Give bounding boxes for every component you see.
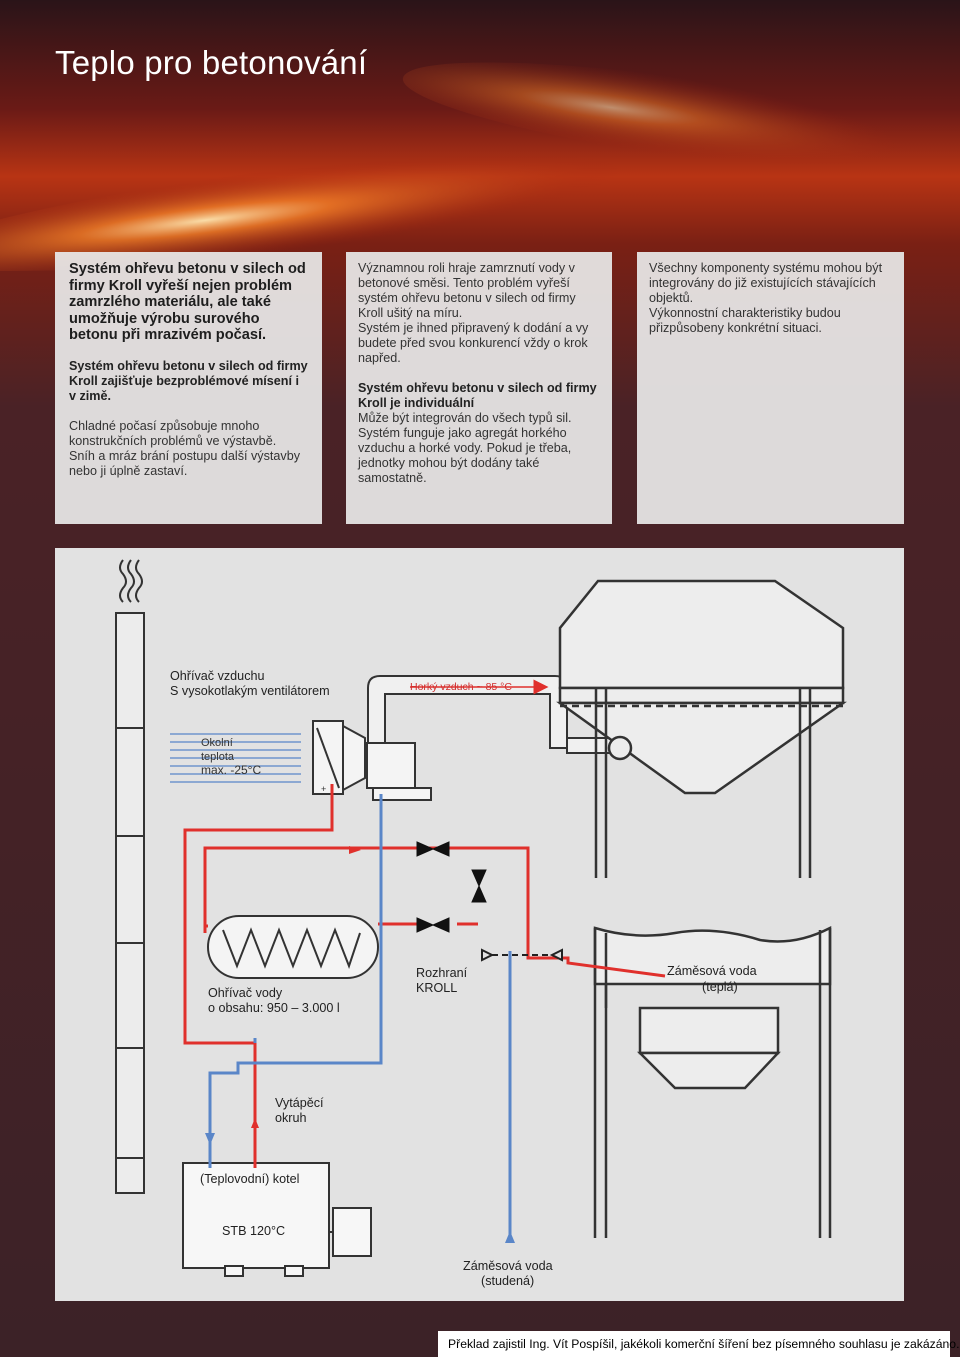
page-title: Teplo pro betonování (55, 44, 368, 81)
info-card-1: Systém ohřevu betonu v silech od firmy K… (55, 252, 322, 524)
card1-lead: Systém ohřevu betonu v silech od firmy K… (69, 261, 306, 344)
chimney (115, 559, 145, 1194)
card2-bold: Systém ohřevu betonu v silech od firmy K… (358, 381, 597, 410)
ambient-label-2: teplota (201, 751, 235, 763)
interface-valve (481, 948, 563, 962)
mix-cold-label-2: (studená) (481, 1274, 535, 1288)
ambient-label-3: max. -25°C (201, 763, 262, 777)
info-card-2: Významnou roli hraje zamrznutí vody v be… (346, 252, 612, 524)
info-card-3: Všechny komponenty systému mohou být int… (637, 252, 904, 524)
valves (416, 841, 487, 933)
hot-arrow-2 (251, 1118, 259, 1128)
heating-circuit-label-2: okruh (275, 1111, 307, 1125)
ambient-label-1: Okolní (201, 737, 233, 749)
system-diagram: + (55, 548, 904, 1301)
card1-bold: Systém ohřevu betonu v silech od firmy K… (69, 358, 308, 403)
ambient-air-lines (170, 733, 301, 783)
footer-note: Překlad zajistil Ing. Vít Pospíšil, jaké… (438, 1331, 959, 1357)
boiler-label: (Teplovodní) kotel (200, 1172, 300, 1186)
mix-warm-label-2: (teplá) (702, 980, 738, 994)
air-heater-fan: + (312, 720, 432, 801)
card3-text1: Všechny komponenty systému mohou být int… (649, 261, 883, 305)
silo (556, 579, 847, 878)
water-heater-label-1: Ohřívač vody (208, 986, 283, 1000)
air-heater-label-2: S vysokotlakým ventilátorem (170, 684, 330, 698)
hot-air-label: Horký vzduch ~ 85 °C (410, 681, 512, 693)
cold-water-piping (208, 794, 512, 1243)
svg-text:+: + (321, 784, 326, 794)
mix-warm-label-1: Záměsová voda (667, 964, 757, 978)
hot-air-duct (367, 675, 616, 754)
hot-arrow-1 (349, 846, 361, 854)
water-heater-label-2: o obsahu: 950 – 3.000 l (208, 1001, 340, 1015)
card1-text2: Sníh a mráz brání postupu další výstavby… (69, 448, 301, 478)
stb-label: STB 120°C (222, 1224, 286, 1238)
cold-arrow-1 (205, 1133, 215, 1145)
card2-text1: Významnou roli hraje zamrznutí vody v be… (358, 261, 576, 320)
interface-label-1: Rozhraní (416, 966, 468, 980)
water-heater-tank (207, 915, 379, 979)
boiler (182, 1162, 372, 1277)
card3-text2: Výkonnostní charakteristiky budou přizpů… (649, 306, 841, 335)
diagram-drawing: + (115, 559, 847, 1277)
card1-text1: Chladné počasí způsobuje mnoho konstrukč… (69, 418, 277, 448)
heating-circuit-label-1: Vytápěcí (275, 1096, 324, 1110)
mixer (593, 925, 832, 1238)
card2-text2: Systém je ihned připravený k dodání a vy… (358, 321, 589, 365)
card2-text4: Systém funguje jako agregát horkého vzdu… (358, 426, 572, 485)
interface-label-2: KROLL (416, 981, 458, 995)
air-heater-label-1: Ohřívač vzduchu (170, 669, 265, 683)
cold-arrow-2 (505, 1231, 515, 1243)
card2-text3: Může být integrován do všech typů sil. (358, 411, 572, 425)
mix-cold-label-1: Záměsová voda (463, 1259, 553, 1273)
